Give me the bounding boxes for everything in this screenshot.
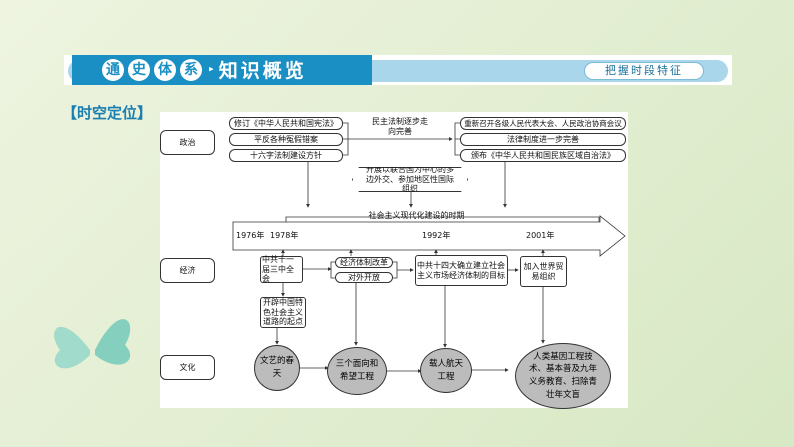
timeline-diagram: 政治 经济 文化 修订《中华人民共和国宪法》 平反各种冤假错案 十六字法制建设方… xyxy=(160,112,628,409)
butterfly-icon xyxy=(54,319,131,369)
economy-wto: 加入世界贸易组织 xyxy=(520,256,567,287)
economy-opening: 对外开放 xyxy=(335,272,393,283)
politics-item: 重新召开各级人民代表大会、人民政治协商会议 xyxy=(460,117,626,130)
politics-item: 颁布《中华人民共和国民族区域自治法》 xyxy=(460,149,626,162)
period-label: 社会主义现代化建设的时期 xyxy=(368,211,465,220)
year-label: 2001年 xyxy=(526,231,555,240)
politics-item: 法律制度进一步完善 xyxy=(460,133,626,146)
row-label-politics: 政治 xyxy=(160,130,215,155)
culture-node: 三个面向和希望工程 xyxy=(327,347,387,395)
economy-reform: 经济体制改革 xyxy=(335,257,393,268)
economy-plenum: 中共十一届三中全会 xyxy=(260,255,303,283)
banner-char: 通 xyxy=(102,59,124,81)
row-label-culture: 文化 xyxy=(160,355,215,380)
culture-node: 载人航天工程 xyxy=(420,348,472,393)
year-label: 1978年 xyxy=(270,231,299,240)
culture-node: 文艺的春天 xyxy=(254,345,300,391)
diplomacy-hexagon: 开展以联合国为中心的多边外交、参加地区性国际组织 xyxy=(352,167,468,192)
row-label-economy: 经济 xyxy=(160,258,215,283)
politics-item: 平反各种冤假错案 xyxy=(229,133,343,146)
triangle-icon: ▸ xyxy=(209,64,214,75)
banner-tag: 把握时段特征 xyxy=(584,62,704,80)
section-label: 【时空定位】 xyxy=(62,104,153,122)
economy-path: 开辟中国特色社会主义道路的起点 xyxy=(260,297,306,328)
year-label: 1992年 xyxy=(422,231,451,240)
year-label: 1976年 xyxy=(236,231,265,240)
banner-char: 体 xyxy=(154,59,176,81)
politics-item: 十六字法制建设方针 xyxy=(229,149,343,162)
connector-lines xyxy=(232,122,626,373)
banner-title-block: 通史体系 ▸ 知识概览 xyxy=(72,55,372,85)
banner-title: 知识概览 xyxy=(218,60,307,82)
politics-item: 修订《中华人民共和国宪法》 xyxy=(229,117,343,130)
politics-middle-text: 民主法制逐步走向完善 xyxy=(372,117,428,136)
banner-char: 史 xyxy=(128,59,150,81)
header-banner: 通史体系 ▸ 知识概览 把握时段特征 xyxy=(64,55,732,85)
culture-node: 人类基因工程技术、基本普及九年义务教育、扫除青壮年文盲 xyxy=(515,343,611,409)
banner-char: 系 xyxy=(180,59,202,81)
economy-fourteenth: 中共十四大确立建立社会主义市场经济体制的目标 xyxy=(415,255,508,286)
